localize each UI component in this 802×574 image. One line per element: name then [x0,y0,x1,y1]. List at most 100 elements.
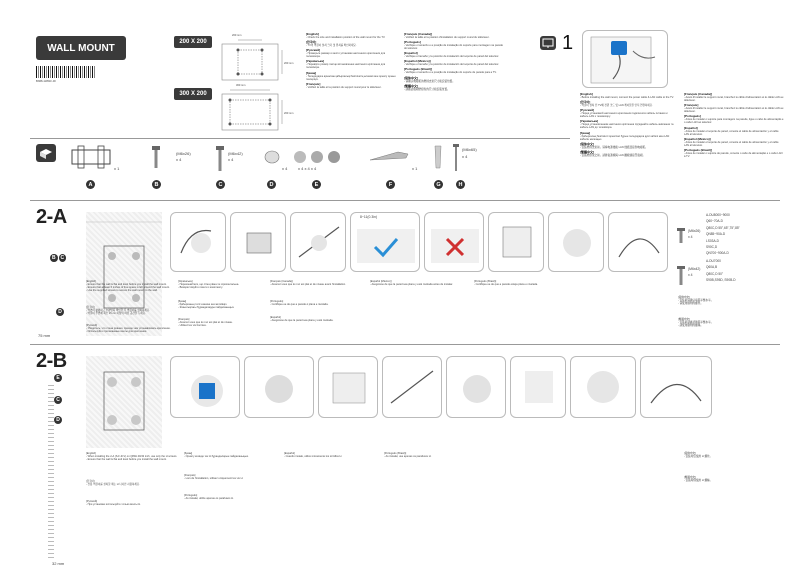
intro-text-col-1: [English] - Check the size and installat… [306,32,398,89]
divider [30,138,570,139]
lang-heading: [Русский] [580,108,595,113]
step-2b-text-fr: [Français] - Lors de l'installation, uti… [184,474,244,481]
lang-body: - Vérifiez la taille et la position d'in… [404,36,490,39]
lang-heading: [Français] [306,81,321,86]
size-a-dim-side: 200 mm [284,62,294,65]
step-2a-text-fr-ca: [Français (Canada)] - Assurez-vous que l… [270,280,346,287]
model-b-screw: (M6x26) [688,229,701,233]
lang-body: - Avant d'installer le support mural, br… [684,96,784,103]
step-2a-illus-3 [290,212,346,272]
lang-heading: [Русский] [306,48,321,53]
step-2b-text-zh-cn: [简体中文] - 安装时仅使用 H 螺丝。 [684,452,713,459]
part-letter-h: H [456,180,465,189]
size-a-label: 200 X 200 [174,36,212,48]
lang-heading: [Français] [684,103,699,108]
wall-panel-2a [86,212,162,336]
step-2b-text-kaz: [Қазақ] - Орнату кезінде тек H бұрандала… [184,452,249,459]
marker-b-icon: B [50,254,58,262]
lang-body: - Avant d'installer le support mural, br… [684,107,784,114]
step-2a-text-korean: [한국어] - 벽면이 평평하고 수평인지 확인한 후 벽걸이를 설치하세요. … [86,306,150,316]
step-1-illustration [582,30,668,88]
model-c-qty: x 4 [688,273,693,277]
part-b-screw-icon [152,146,160,168]
part-d-spacer-icon [264,150,280,164]
part-c-screw-icon [216,146,224,171]
step-2b-illus-6 [510,356,566,418]
step-2b-illus-2 [244,356,314,418]
part-letter-a: A [86,180,95,189]
lang-body: - Verifique o tamanho e a posição de ins… [404,71,497,75]
part-letter-g: G [434,180,443,189]
part-h-name: (M6x65) [462,147,477,152]
step-2b-text-es: [Español] - Cuando instale, utilice únic… [284,452,343,459]
part-f-tool-icon [369,151,409,161]
marker-e-icon: E [54,374,62,382]
model-b-list: A-DU8000~9000 Q60~70A-D Q80C,D 55",65",7… [706,213,740,256]
lang-body: - 请确认电视机的壁挂支架尺寸和安装位置。 [404,79,455,83]
part-letter-f: F [386,180,395,189]
step-2a-illus-5 [548,212,604,272]
step-2b-illus-4 [382,356,442,418]
part-a-qty: x 1 [114,166,120,171]
lang-body: - Check the size and installation positi… [306,36,386,39]
step-2b-illus-8 [640,356,712,418]
step-2a-text-pt-br: [Português (Brasil)] - Certifique-se de … [474,280,538,287]
lang-heading: [English] [306,32,319,36]
lang-heading: [Français (Canada)] [404,32,433,36]
size-b-dim-side: 200 mm [284,112,294,115]
step-2a-text-es: [Español] - Asegúrese de que la pared se… [270,316,334,323]
lang-heading: [Português (Brasil)] [404,67,433,72]
lang-body: - Проверьте размер и место установки нас… [306,52,386,59]
step-2b-text-pt: [Português] - Ao instalar, utilize apena… [184,494,234,501]
part-letter-b: B [152,180,161,189]
step-2a-illus-2 [230,212,286,272]
marker-d-icon: D [56,308,64,316]
lang-heading: [Português (Brasil)] [684,147,713,152]
lang-body: - Қабырғалық бекіткішті орнатпас бұрын т… [580,134,670,141]
step-2b-illus-1 [170,356,240,418]
lang-heading: [Қазақ] [580,130,591,135]
size-a-text: 200 X 200 [179,39,207,45]
lang-heading: [Українська] [306,59,325,64]
lang-heading: [Français (Canada)] [684,92,713,96]
step-2a-text-pt: [Português] - Certifique-se de que a par… [270,300,329,307]
model-b-qty: x 4 [688,235,693,239]
step-2b-text-english: [English] - When installing the 2-A (S-F… [86,452,178,462]
step-2a-illus-x [424,212,484,272]
lang-heading: [繁體中文] [404,83,418,88]
step-2b-illus-5 [446,356,506,418]
step-2a-text-kaz: [Қазақ] - Қабырғаның тегіс екеніне көз ж… [178,300,235,310]
part-b-qty: x 4 [176,157,182,162]
lang-heading: [Español] [684,125,698,130]
part-letter-d: D [267,180,276,189]
part-f-qty: x 1 [412,166,418,171]
step-2b-bracket-diagram [103,371,145,431]
lang-heading: [Español] [404,51,418,56]
part-letter-e: E [312,180,321,189]
part-d-qty: x 4 [282,166,288,171]
tv-cable-icon [540,36,556,50]
step-2a-label: 2-A [36,206,67,228]
part-a-bracket-icon [71,145,111,169]
lang-body: - Antes de instalar el soporte de pared,… [684,129,779,136]
lang-body: - Vérifiez la taille et la position du s… [306,85,382,89]
step-2a-text-russian: [Русский] - Убедитесь, что стена ровная,… [86,324,171,334]
step-2b-vertical-rule [48,382,54,558]
step-2b-text-zh-tw: [繁體中文] - 安裝時僅使用 H 螺絲。 [684,476,713,483]
size-b-text: 300 X 200 [179,91,207,97]
part-e-qty: x 4 x 4 x 4 [298,166,317,171]
step-2a-text-es-mx: [Español (México)] - Asegúrese de que la… [370,280,453,287]
lang-body: - Перед установленням настінного кріплен… [580,123,674,130]
marker-d2-icon: D [54,416,62,424]
step-2b-text-korean: [한국어] - 전용 벽걸이를 설치할 때는 H 나사만 사용하세요. [86,480,140,487]
marker-c2-icon: C [54,396,62,404]
step-2a-illus-6 [608,212,668,272]
step-2a-bracket-diagram [86,221,162,309]
lang-heading: [Português] [404,40,421,45]
step-2b-distance: 32 mm [52,561,65,566]
lang-heading: [Português] [684,114,701,119]
step-1-number: 1 [562,32,574,54]
step-2b-illus-3 [318,356,378,418]
step-2b-text-pt-br: [Português (Brasil)] - Ao instalar, use … [384,452,432,459]
lang-body: - Перевірте розмір і місце встановлення … [306,63,386,70]
